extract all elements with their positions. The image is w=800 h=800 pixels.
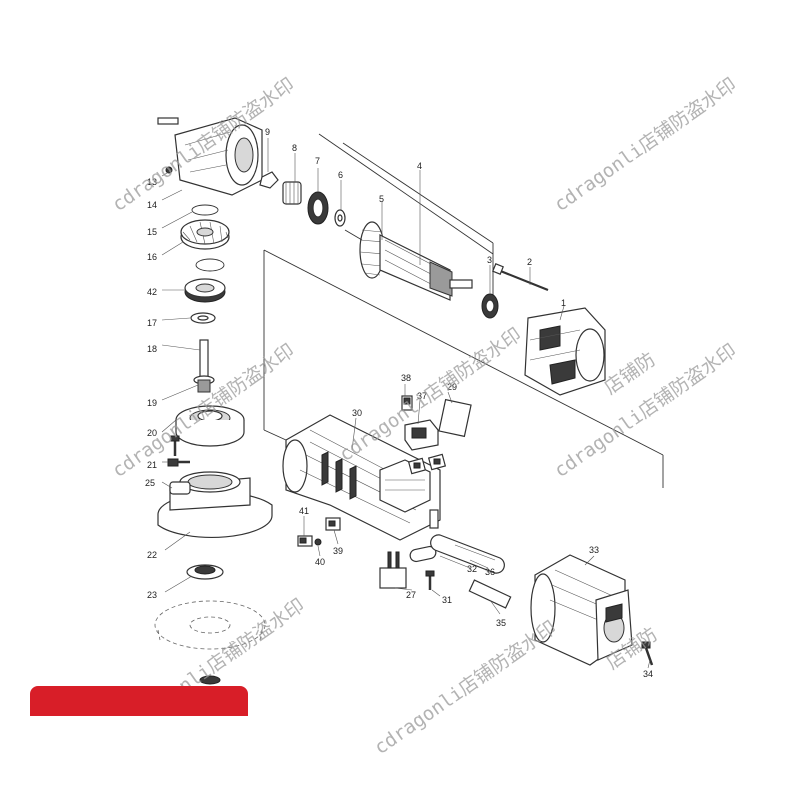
callout-40: 40 [315,557,325,567]
field-stator [524,307,606,396]
callout-36: 36 [485,567,495,577]
carbon-brush [379,551,407,589]
callout-35: 35 [496,618,506,628]
switch-assembly [401,395,472,475]
brush-cap [409,545,437,563]
brush-parts [297,517,341,547]
spindle-stack [180,204,230,324]
callout-5: 5 [379,194,384,204]
inner-flange [186,564,224,580]
spiral-bevel-gear [180,219,230,250]
callout-18: 18 [147,344,157,354]
motor-housing [282,414,441,541]
callout-7: 7 [315,156,320,166]
spindle [193,339,215,393]
wheel-cover [157,471,273,539]
watermark-8: 店铺防 [600,348,659,399]
rear-bearing [481,293,499,319]
callout-34: 34 [643,669,653,679]
watermark-6: cdragonli店铺防盗水印 [370,617,560,759]
callout-31: 31 [442,595,452,605]
rear-cover [530,554,633,666]
callout-27: 27 [406,590,416,600]
callout-labels: 1 2 3 4 5 6 7 8 9 13 14 15 16 42 17 18 1… [145,127,653,679]
callout-20: 20 [147,428,157,438]
callout-29: 29 [447,382,457,392]
screw-31 [425,570,435,590]
side-handle [430,534,512,609]
ball-bearing-7 [307,191,329,225]
leader-lines [161,138,651,669]
callout-25: 25 [145,478,155,488]
assembly-outline [263,133,664,488]
bearing-box [175,405,245,447]
callout-3: 3 [487,255,492,265]
ball-bearing-42 [184,278,226,303]
callout-16: 16 [147,252,157,262]
pinion-gear [282,181,302,205]
grinding-wheel [154,600,266,685]
callout-14: 14 [147,200,157,210]
bolt-2 [492,263,549,292]
gear-housing [157,117,263,196]
red-banner [30,686,248,716]
callout-42: 42 [147,287,157,297]
callout-13: 13 [147,177,157,187]
watermark-1: cdragonli店铺防盗水印 [108,74,298,216]
callout-37: 37 [417,391,427,401]
callout-32: 32 [467,564,477,574]
callout-8: 8 [292,143,297,153]
armature [344,221,473,301]
screw-20 [170,435,180,456]
callout-17: 17 [147,318,157,328]
callout-38: 38 [401,373,411,383]
callout-41: 41 [299,506,309,516]
callout-39: 39 [333,546,343,556]
callout-21: 21 [147,460,157,470]
callout-2: 2 [527,257,532,267]
callout-33: 33 [589,545,599,555]
callout-9: 9 [265,127,270,137]
screw-21 [167,458,190,467]
callout-30: 30 [352,408,362,418]
callout-19: 19 [147,398,157,408]
watermark-2: cdragonli店铺防盗水印 [550,74,740,216]
callout-22: 22 [147,550,157,560]
callout-1: 1 [561,298,566,308]
callout-6: 6 [338,170,343,180]
callout-23: 23 [147,590,157,600]
callout-4: 4 [417,161,422,171]
small-shaft-parts [259,171,346,227]
screw-34 [641,641,654,666]
callout-15: 15 [147,227,157,237]
